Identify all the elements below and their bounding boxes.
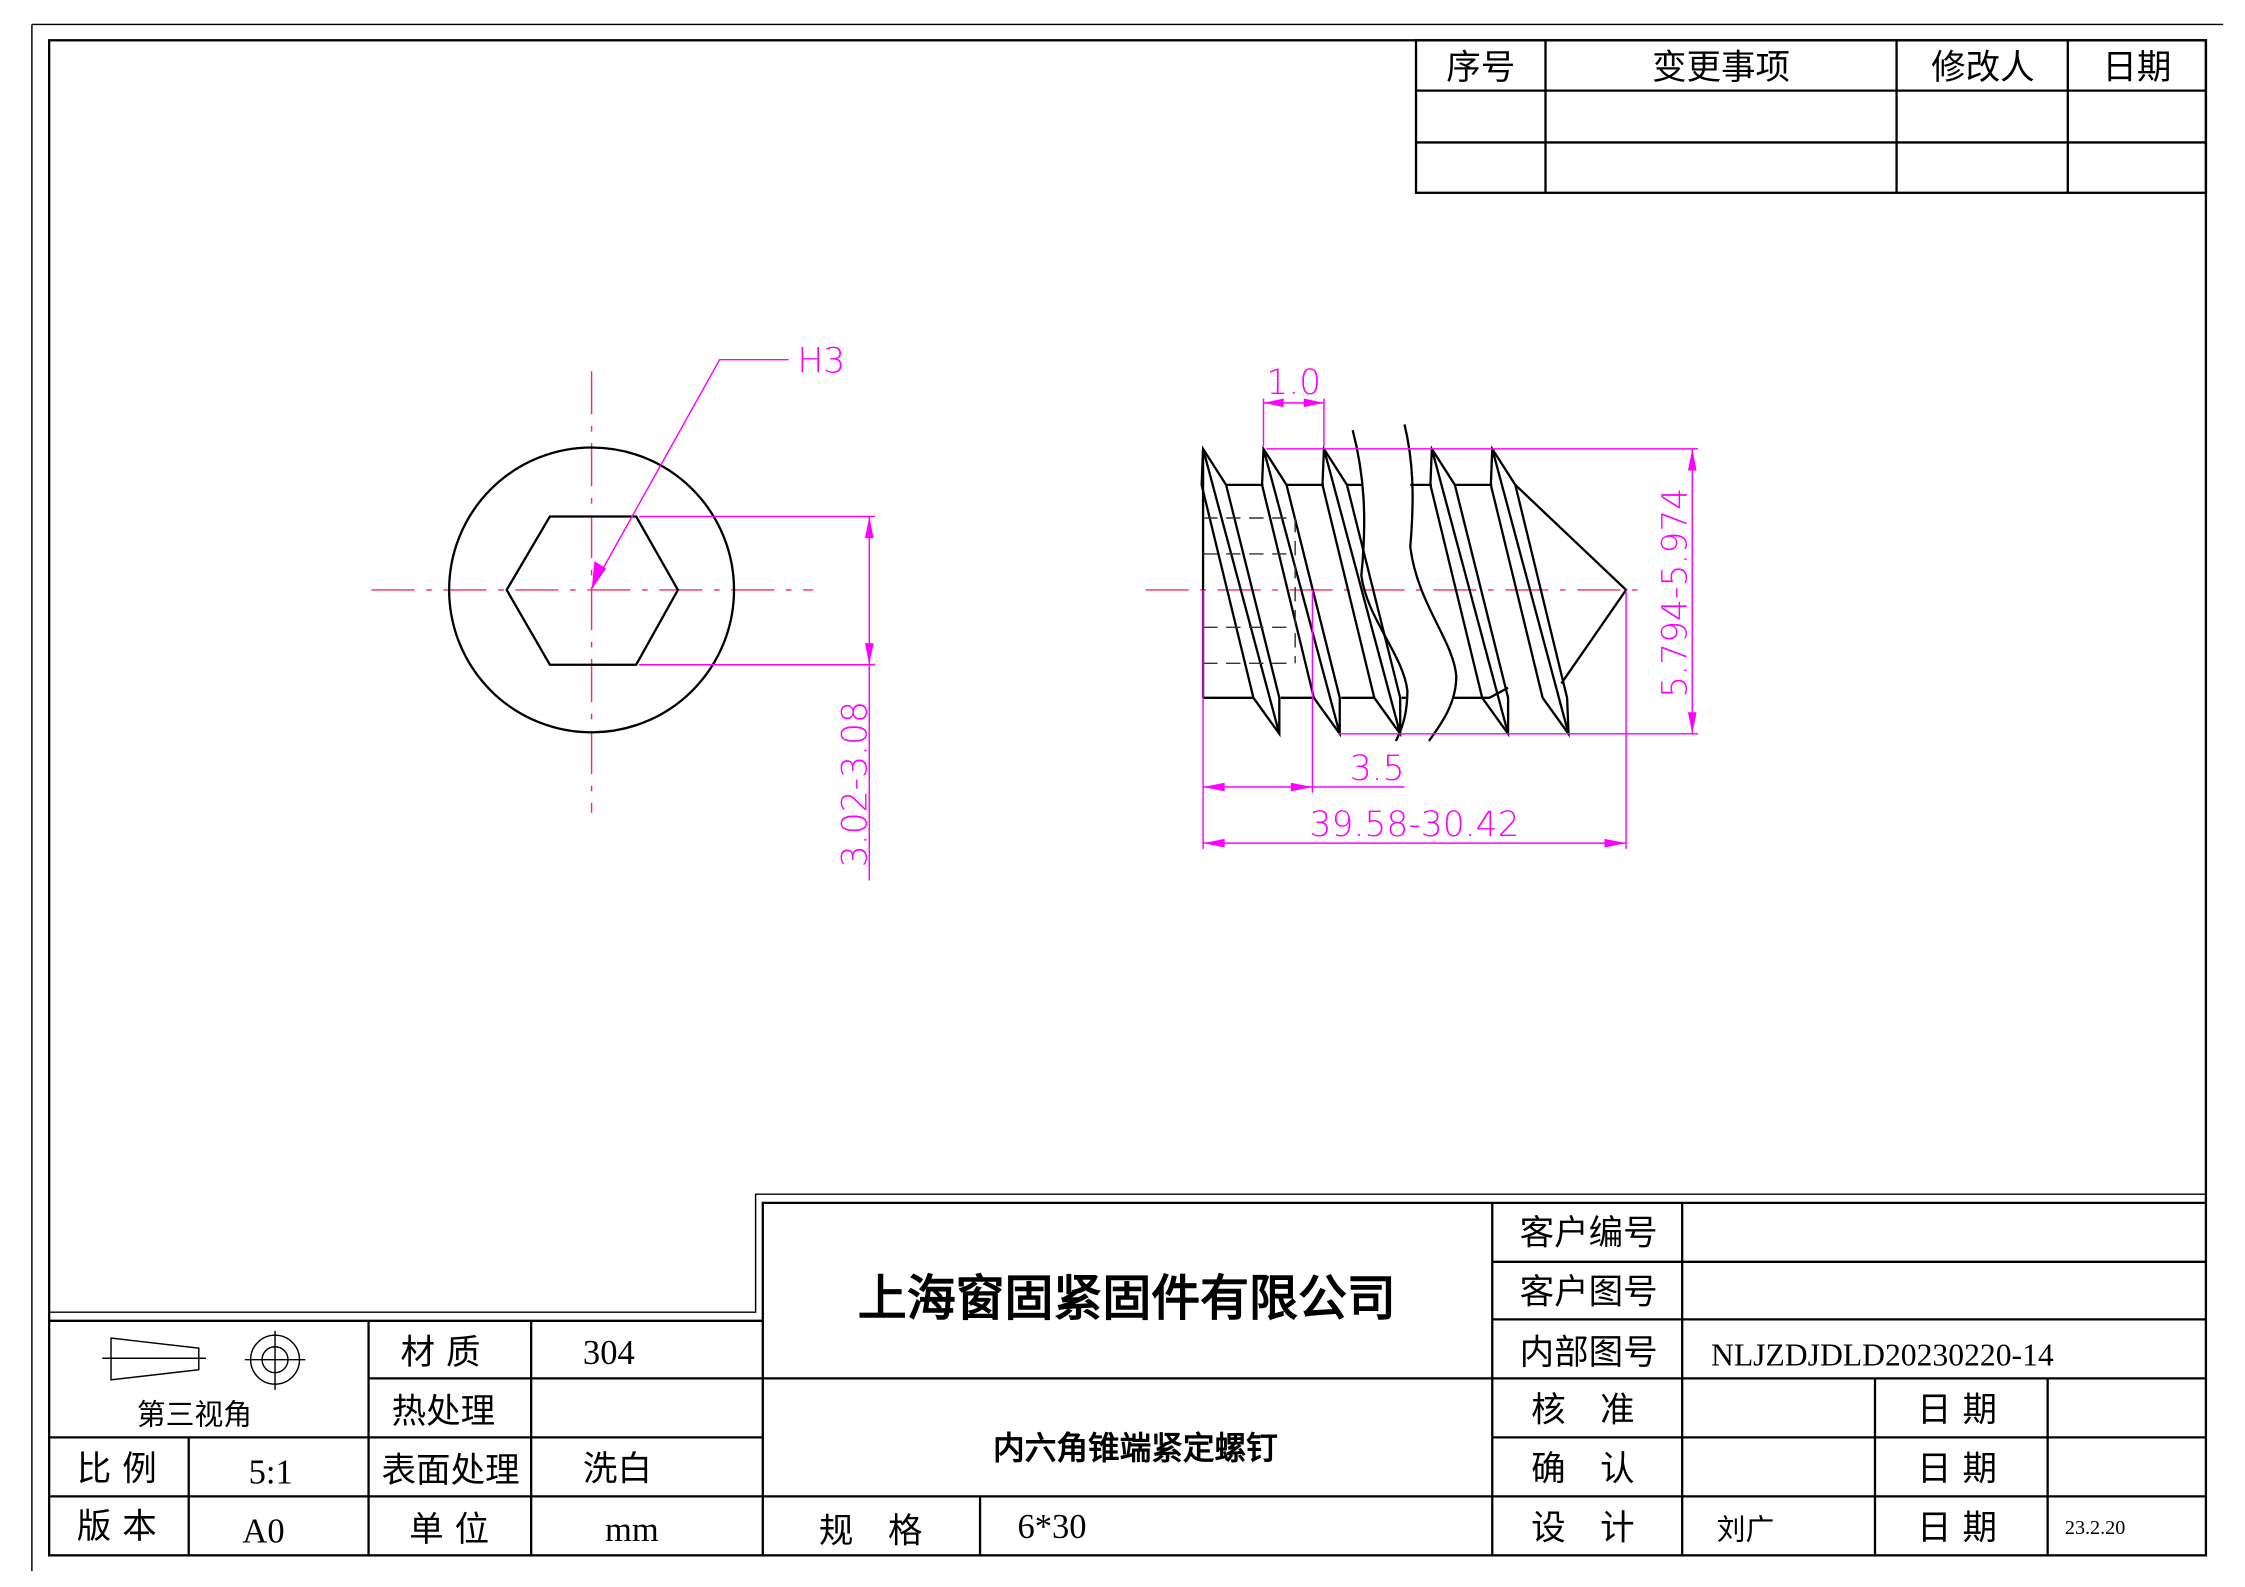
design-date-label: 日 期 <box>1917 1509 1997 1549</box>
company-name: 上海窗固紧固件有限公司 <box>858 1270 1396 1327</box>
leader-arrowhead <box>591 561 606 590</box>
version-label: 版 本 <box>77 1507 157 1547</box>
sheet-frame <box>31 23 2224 1572</box>
revision-header-change: 变更事项 <box>1652 48 1790 88</box>
hex-callout-label: H3 <box>797 342 845 382</box>
revision-header-date: 日期 <box>2102 48 2171 88</box>
surface-label: 表面处理 <box>382 1451 520 1491</box>
confirm-date-label: 日 期 <box>1917 1450 1997 1490</box>
internal-drawing-label: 内部图号 <box>1520 1333 1658 1373</box>
material-value: 304 <box>583 1334 635 1372</box>
projection-label: 第三视角 <box>137 1397 252 1431</box>
revision-table: 序号 变更事项 修改人 日期 <box>1414 39 2208 194</box>
revision-header-editor: 修改人 <box>1931 48 2035 88</box>
scale-value: 5:1 <box>249 1453 293 1491</box>
internal-drawing-value: NLJZDJDLD20230220-14 <box>1711 1337 2054 1372</box>
part-name: 内六角锥端紧定螺钉 <box>993 1431 1278 1467</box>
hex-across-flats-dim: 3.02-3.08 <box>835 701 875 867</box>
pitch-dim: 1.0 <box>1266 363 1321 403</box>
design-label: 设 计 <box>1531 1509 1635 1549</box>
thread-teeth <box>1200 445 1570 738</box>
customer-no-label: 客户编号 <box>1520 1214 1658 1254</box>
spec-label: 规 格 <box>819 1511 923 1551</box>
break-line <box>1351 429 1409 742</box>
scale-label: 比 例 <box>77 1450 157 1490</box>
socket-depth-dim: 3.5 <box>1350 749 1405 789</box>
hidden-socket-lines <box>1203 517 1296 665</box>
title-block: 第三视角 材 质 304 热处理 比 例 5:1 表面处理 洗白 版 本 A0 … <box>49 1193 2206 1556</box>
design-date: 23.2.20 <box>2065 1517 2125 1539</box>
unit-value: mm <box>605 1511 659 1549</box>
hex-socket <box>505 515 680 666</box>
unit-label: 单 位 <box>409 1510 489 1550</box>
overall-length-dim: 39.58-30.42 <box>1310 805 1520 845</box>
revision-header-no: 序号 <box>1446 48 1515 88</box>
version-value: A0 <box>242 1512 284 1550</box>
approve-date-label: 日 期 <box>1917 1391 1997 1431</box>
heat-treatment-label: 热处理 <box>392 1392 496 1432</box>
material-label: 材 质 <box>400 1333 480 1373</box>
break-line <box>1403 424 1458 742</box>
thread-diameter-dim: 5.794-5.974 <box>1656 488 1696 698</box>
third-angle-projection-symbol <box>102 1330 306 1390</box>
h3-leader <box>595 358 789 582</box>
spec-value: 6*30 <box>1017 1508 1086 1546</box>
end-view: H3 3.02-3.08 <box>371 342 875 881</box>
approve-label: 核 准 <box>1531 1391 1635 1431</box>
designer-name: 刘广 <box>1717 1513 1775 1547</box>
side-view: 1.0 5.794-5.974 3.5 39.58-30.42 <box>1145 363 1699 849</box>
customer-drawing-label: 客户图号 <box>1520 1273 1658 1313</box>
confirm-label: 确 认 <box>1531 1450 1635 1490</box>
surface-value: 洗白 <box>583 1450 652 1490</box>
screw-outline-circle <box>447 446 736 734</box>
